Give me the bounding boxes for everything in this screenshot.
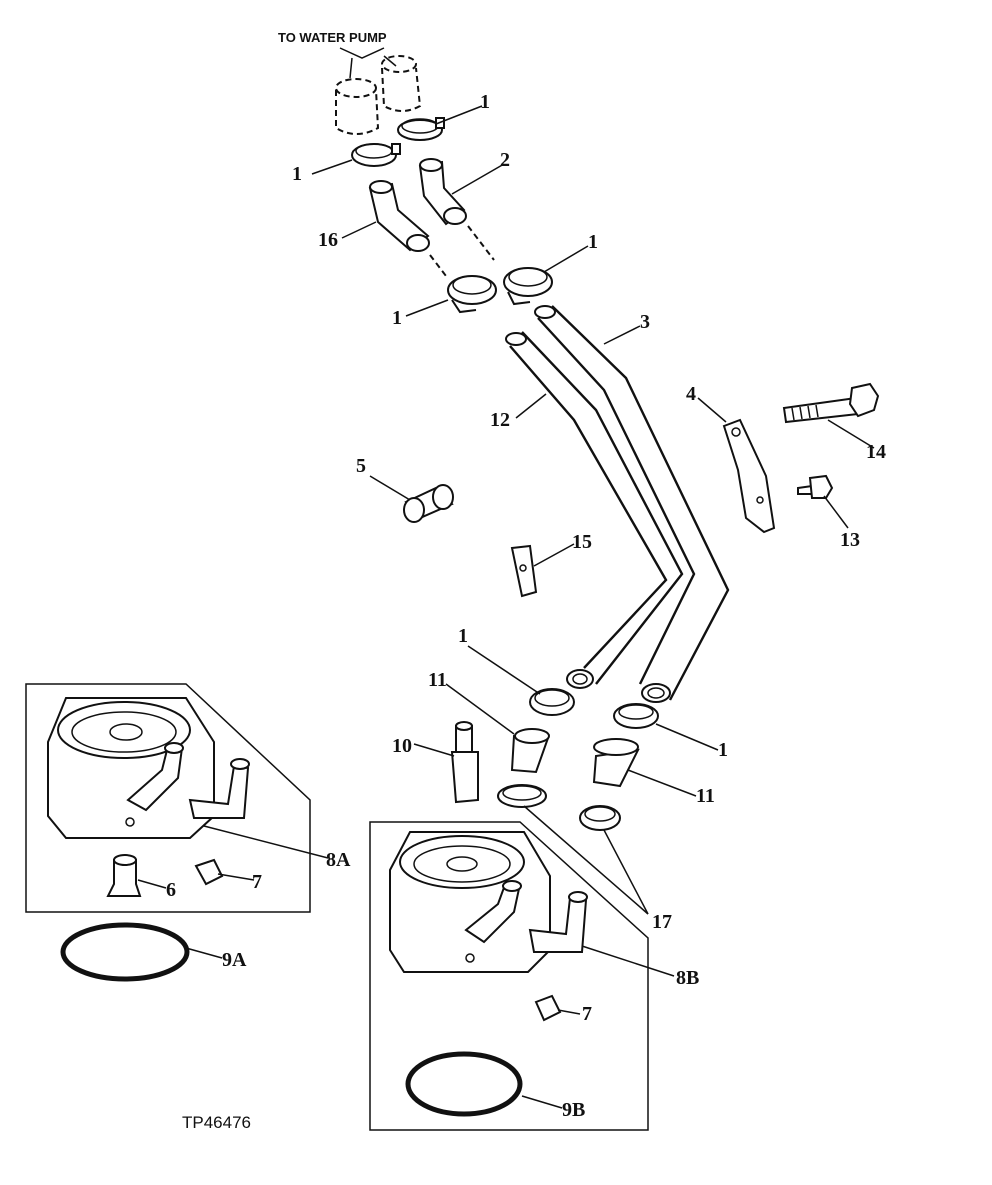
leader-lines	[137, 105, 875, 1109]
cap-screw-14	[782, 382, 880, 424]
plug-7-a	[194, 858, 224, 886]
water-pump-caption: TO WATER PUMP	[278, 30, 387, 45]
hose-clamp-17-left	[497, 784, 547, 808]
label-hose-11: 11	[428, 669, 447, 691]
label-tube-12: 12	[490, 409, 510, 431]
fitting-10	[450, 721, 479, 804]
hose-elbow-2	[418, 158, 467, 226]
label-cap-screw-14: 14	[866, 441, 886, 463]
coolant-tube-12	[505, 331, 684, 689]
detail-box-8a	[25, 683, 311, 913]
label-clamp-1: 1	[718, 739, 728, 761]
hose-clamp-top-left	[351, 143, 401, 167]
o-ring-9a	[60, 922, 190, 982]
hose-clamp-lower-right	[613, 703, 659, 729]
detail-box-8b	[369, 821, 649, 1131]
label-clamp-1: 1	[480, 91, 490, 113]
label-oil-cooler-8a: 8A	[326, 849, 351, 871]
coolant-tube-3	[534, 305, 730, 703]
label-clamp-1: 1	[292, 163, 302, 185]
hose-11-right	[592, 738, 640, 788]
plug-7-b	[534, 994, 562, 1022]
clip-15	[510, 544, 538, 598]
spacer-5	[403, 484, 454, 523]
label-clamp-1: 1	[458, 625, 468, 647]
water-pump-outlet-right	[381, 55, 422, 112]
label-plug-7: 7	[252, 871, 262, 893]
label-clamp-17: 17	[652, 911, 672, 933]
label-spacer-5: 5	[356, 455, 366, 477]
label-plug-6: 6	[166, 879, 176, 901]
label-clamp-1: 1	[392, 307, 402, 329]
water-pump-outlet-left	[335, 78, 380, 135]
hose-clamp-17-right	[579, 805, 621, 831]
hose-clamp-mid-right	[503, 267, 553, 306]
oil-cooler-8a	[47, 697, 250, 839]
label-tube-3: 3	[640, 311, 650, 333]
label-hose-11: 11	[696, 785, 715, 807]
screw-13	[797, 474, 834, 499]
label-hose-2: 2	[500, 149, 510, 171]
hose-clamp-top-right	[397, 117, 445, 141]
label-o-ring-9a: 9A	[222, 949, 247, 971]
water-pump-leaders	[339, 47, 397, 79]
label-bracket-4: 4	[686, 383, 696, 405]
hose-elbow-16	[368, 180, 430, 252]
alignment-line	[467, 225, 495, 261]
plug-6	[106, 854, 142, 897]
label-oil-cooler-8b: 8B	[676, 967, 699, 989]
label-fitting-10: 10	[392, 735, 412, 757]
o-ring-9b	[405, 1051, 523, 1117]
label-plug-7: 7	[582, 1003, 592, 1025]
figure-code: TP46476	[182, 1113, 251, 1132]
oil-cooler-8b	[389, 831, 588, 973]
hose-clamp-lower-left	[529, 688, 575, 716]
bracket-4	[722, 418, 776, 534]
hose-clamp-mid-left	[447, 275, 497, 314]
label-hose-16: 16	[318, 229, 338, 251]
label-clip-15: 15	[572, 531, 592, 553]
alignment-line	[429, 254, 447, 277]
hose-11-left	[510, 728, 550, 774]
label-clamp-1: 1	[588, 231, 598, 253]
label-o-ring-9b: 9B	[562, 1099, 585, 1121]
label-screw-13: 13	[840, 529, 860, 551]
